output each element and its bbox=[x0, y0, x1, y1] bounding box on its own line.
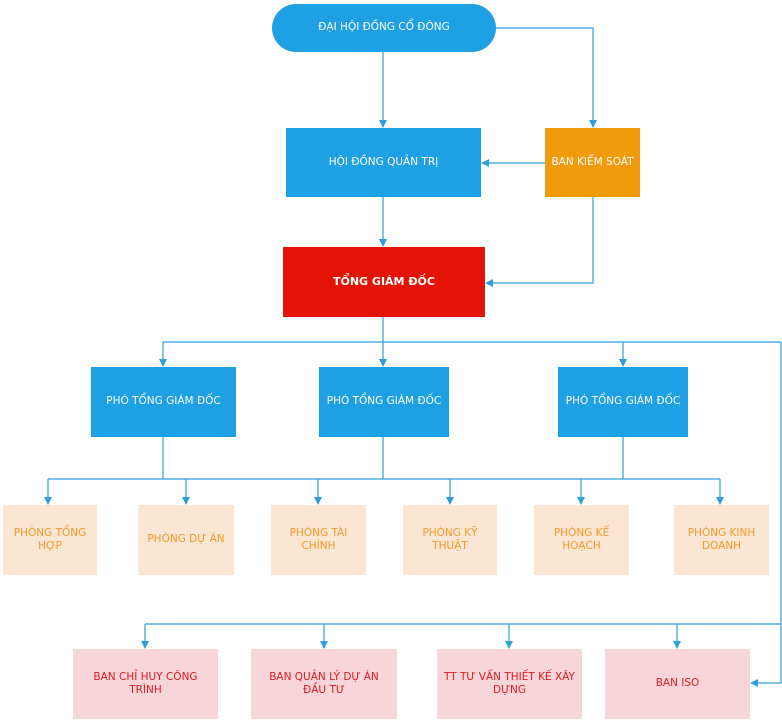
board-of-directors-label: HỘI ĐỒNG QUẢN TRỊ bbox=[328, 155, 439, 168]
deputy-ceo-label: PHÓ TỔNG GIÁM ĐỐC bbox=[326, 395, 442, 408]
department-label: PHÒNG TÀI CHÍNH bbox=[289, 526, 348, 552]
department-node-general: PHÒNG TỔNG HỢP bbox=[3, 505, 97, 575]
department-label: PHÒNG DỰ ÁN bbox=[147, 533, 225, 546]
deputy-ceo-label: PHÓ TỔNG GIÁM ĐỐC bbox=[565, 395, 681, 408]
department-label: PHÒNG KỸ THUẬT bbox=[422, 526, 478, 552]
supervisory-board-label: BAN KIỂM SOÁT bbox=[551, 155, 634, 168]
department-node-projects: PHÒNG DỰ ÁN bbox=[138, 505, 234, 575]
unit-node-construction-command: BAN CHỈ HUY CÔNG TRÌNH bbox=[73, 649, 218, 719]
connector-shareholders-supervisory bbox=[496, 27, 597, 128]
department-label: PHÒNG KINH DOANH bbox=[687, 526, 756, 552]
connector-supervisory-ceo bbox=[485, 197, 594, 287]
department-label: PHÒNG TỔNG HỢP bbox=[13, 526, 87, 552]
shareholders-meeting-label: ĐẠI HỘI ĐỒNG CỔ ĐÔNG bbox=[318, 21, 450, 34]
unit-label: BAN QUẢN LÝ DỰ ÁN ĐẦU TƯ bbox=[269, 670, 379, 696]
ceo-label: TỔNG GIÁM ĐỐC bbox=[333, 275, 435, 289]
ceo-node: TỔNG GIÁM ĐỐC bbox=[283, 247, 485, 317]
department-node-planning: PHÒNG KẾ HOẠCH bbox=[534, 505, 629, 575]
deputy-ceo-node-1: PHÓ TỔNG GIÁM ĐỐC bbox=[91, 367, 236, 437]
deputy-ceo-node-3: PHÓ TỔNG GIÁM ĐỐC bbox=[558, 367, 688, 437]
department-node-engineering: PHÒNG KỸ THUẬT bbox=[403, 505, 497, 575]
department-node-sales: PHÒNG KINH DOANH bbox=[674, 505, 769, 575]
unit-label: BAN CHỈ HUY CÔNG TRÌNH bbox=[93, 670, 198, 696]
board-of-directors-node: HỘI ĐỒNG QUẢN TRỊ bbox=[286, 128, 481, 197]
supervisory-board-node: BAN KIỂM SOÁT bbox=[545, 128, 640, 197]
connector-right-bus bbox=[750, 342, 782, 687]
department-node-finance: PHÒNG TÀI CHÍNH bbox=[271, 505, 366, 575]
unit-node-investment-project-management: BAN QUẢN LÝ DỰ ÁN ĐẦU TƯ bbox=[251, 649, 397, 719]
unit-node-construction-design-consulting: TT TƯ VẤN THIẾT KẾ XÂY DỰNG bbox=[437, 649, 582, 719]
deputy-ceo-node-2: PHÓ TỔNG GIÁM ĐỐC bbox=[319, 367, 449, 437]
deputy-ceo-label: PHÓ TỔNG GIÁM ĐỐC bbox=[106, 395, 221, 408]
department-label: PHÒNG KẾ HOẠCH bbox=[553, 526, 610, 552]
unit-label: TT TƯ VẤN THIẾT KẾ XÂY DỰNG bbox=[444, 670, 575, 696]
unit-label: BAN ISO bbox=[655, 677, 700, 690]
unit-node-iso: BAN ISO bbox=[605, 649, 750, 719]
shareholders-meeting-node: ĐẠI HỘI ĐỒNG CỔ ĐÔNG bbox=[272, 4, 496, 52]
